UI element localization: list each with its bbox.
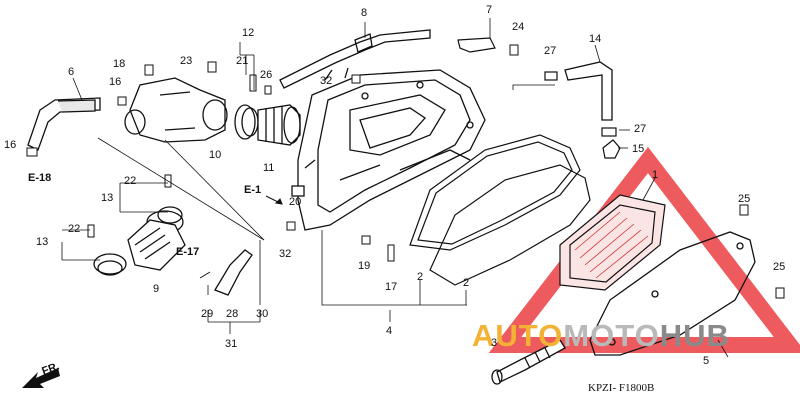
callout-23: 23 — [180, 55, 193, 67]
callout-16: 16 — [4, 139, 17, 151]
callout-17: 17 — [385, 281, 398, 293]
callout-12: 12 — [242, 27, 255, 39]
callout-3: 3 — [491, 337, 498, 349]
callout-24: 24 — [512, 21, 525, 33]
callout-27: 27 — [544, 45, 557, 57]
callout-21: 21 — [236, 55, 249, 67]
callout-18: 18 — [113, 58, 126, 70]
callout-8: 8 — [361, 7, 368, 19]
callout-14: 14 — [589, 33, 602, 45]
callout-25: 25 — [738, 193, 751, 205]
diagram-code: KPZI- F1800B — [588, 382, 655, 394]
air-cleaner-connecting-tube — [124, 77, 228, 143]
leader-lines — [61, 18, 729, 358]
callout-11: 11 — [263, 162, 275, 174]
callout-22: 22 — [124, 175, 137, 187]
callout-15: 15 — [632, 143, 645, 155]
front-arrow — [22, 368, 60, 388]
callout-30: 30 — [256, 308, 269, 320]
tube-14 — [564, 61, 613, 121]
callout-2: 2 — [417, 271, 424, 283]
watermark-hub: HUB — [659, 318, 730, 353]
e17-arrow — [199, 271, 211, 279]
callout-25: 25 — [773, 261, 786, 273]
callout-16: 16 — [109, 76, 122, 88]
callout-13: 13 — [101, 192, 114, 204]
inlet-boot — [93, 206, 186, 276]
callout-10: 10 — [209, 149, 222, 161]
connecting-tube — [27, 97, 101, 151]
callout-13: 13 — [36, 236, 49, 248]
ref-e1: E-1 — [244, 184, 262, 196]
filter-element — [559, 194, 666, 291]
callout-27: 27 — [634, 123, 647, 135]
callout-6: 6 — [68, 66, 75, 78]
callout-9: 9 — [153, 283, 160, 295]
air-cleaner-case — [291, 67, 486, 231]
e1-arrow — [265, 195, 283, 205]
ref-e18: E-18 — [28, 172, 52, 184]
air-cleaner-cover — [589, 231, 756, 356]
watermark-auto: AUTO — [472, 318, 564, 353]
callout-19: 19 — [358, 260, 371, 272]
callout-32: 32 — [320, 75, 333, 87]
clips — [544, 71, 621, 159]
callout-29: 29 — [201, 308, 214, 320]
watermark-moto: MOTO — [563, 318, 660, 353]
watermark-text: AUTOMOTOHUB — [472, 318, 730, 354]
callout-31: 31 — [225, 338, 238, 350]
ref-e17: E-17 — [176, 246, 200, 258]
callout-28: 28 — [226, 308, 239, 320]
gasket-frames — [409, 134, 591, 286]
callout-26: 26 — [260, 69, 273, 81]
callout-32: 32 — [279, 248, 292, 260]
callout-20: 20 — [289, 196, 302, 208]
callout-1: 1 — [652, 169, 659, 181]
callout-7: 7 — [486, 4, 493, 16]
drain-tube — [491, 339, 566, 385]
clamp-and-boot — [234, 104, 301, 146]
tube-28 — [214, 249, 253, 296]
part-7-bracket — [457, 37, 496, 53]
callout-22: 22 — [68, 223, 81, 235]
callout-5: 5 — [703, 355, 710, 367]
callout-4: 4 — [386, 325, 393, 337]
callout-2: 2 — [463, 277, 470, 289]
